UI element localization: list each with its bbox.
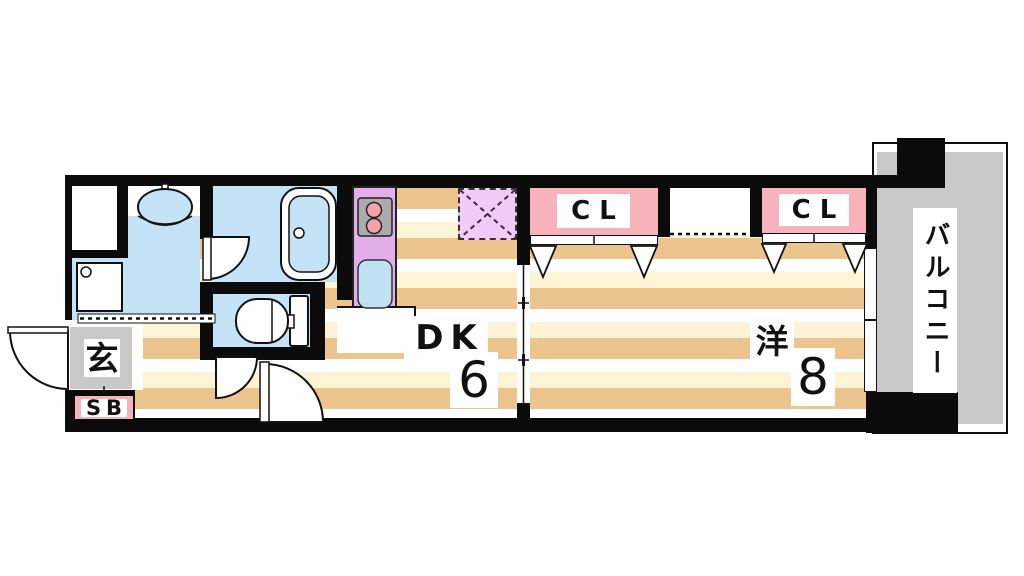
entrance-label-text: 玄: [85, 338, 119, 378]
balcony-window-lower: [864, 320, 877, 392]
bathroom-door-leaf: [202, 236, 212, 281]
partition-wall-top: [517, 186, 530, 265]
gas-stove: [357, 197, 393, 237]
western-room-size-label: 8: [791, 348, 835, 406]
western-room-label: 洋: [750, 318, 794, 364]
balcony-label: バルコニー: [913, 208, 957, 393]
entrance-door-swing: [8, 330, 69, 391]
kitchen-sink: [357, 259, 393, 309]
western-room-size-text: 8: [797, 348, 829, 406]
closet2-label: CL: [779, 194, 849, 226]
dk-size-text: 6: [458, 351, 490, 409]
entrance-door-leaf: [7, 326, 69, 334]
kitchen-side-wall: [337, 186, 352, 300]
partition-wall-bottom: [517, 403, 530, 432]
balcony-bottom-block: [866, 392, 958, 433]
dk-size-label: 6: [450, 352, 498, 408]
entrance-label: 玄: [84, 339, 120, 377]
dk-door-swing: [264, 362, 325, 423]
entrance-step-mark: [84, 386, 126, 396]
shoe-box-label-text: SB: [85, 395, 128, 420]
bathtub: [280, 187, 337, 281]
balcony-window-upper: [864, 248, 877, 320]
refrigerator-cross: [459, 189, 516, 239]
wash-basin: [137, 183, 193, 226]
toilet: [235, 295, 309, 347]
western-room-label-text: 洋: [755, 321, 789, 361]
top-wall-extension: [877, 175, 900, 188]
balcony-label-text: バルコニー: [920, 220, 950, 381]
dk-label-text: DK: [415, 318, 484, 358]
niche: [670, 188, 750, 235]
washing-machine-pan: [76, 262, 123, 312]
washroom-bath-wall: [200, 186, 213, 239]
bathroom-door-swing: [206, 236, 251, 281]
closet-door-triangles: [528, 243, 869, 280]
pipe-space: [72, 186, 117, 250]
dk-door-leaf: [259, 361, 270, 423]
closet1-label-text: CL: [571, 196, 625, 226]
balcony-top-block: [897, 138, 945, 188]
closet1-niche-wall: [658, 186, 670, 237]
niche-closet2-wall: [750, 186, 762, 237]
closet2-label-text: CL: [791, 195, 846, 225]
closet1-label: CL: [557, 194, 630, 228]
sliding-door: [518, 265, 529, 403]
toilet-door-swing: [215, 356, 259, 400]
shoe-box-label: SB: [81, 395, 128, 420]
